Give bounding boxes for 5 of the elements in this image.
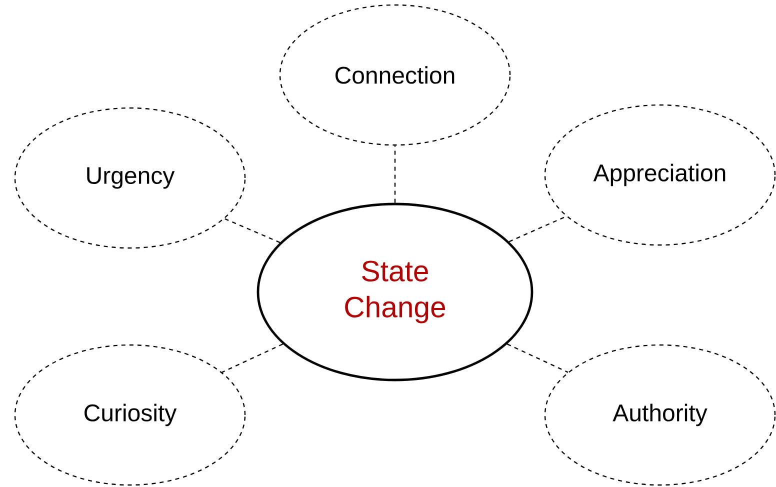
connector-line xyxy=(394,146,396,203)
connector-line xyxy=(222,344,284,373)
connector-line xyxy=(508,216,567,242)
connector-line xyxy=(506,344,568,373)
connector-line xyxy=(224,218,280,244)
